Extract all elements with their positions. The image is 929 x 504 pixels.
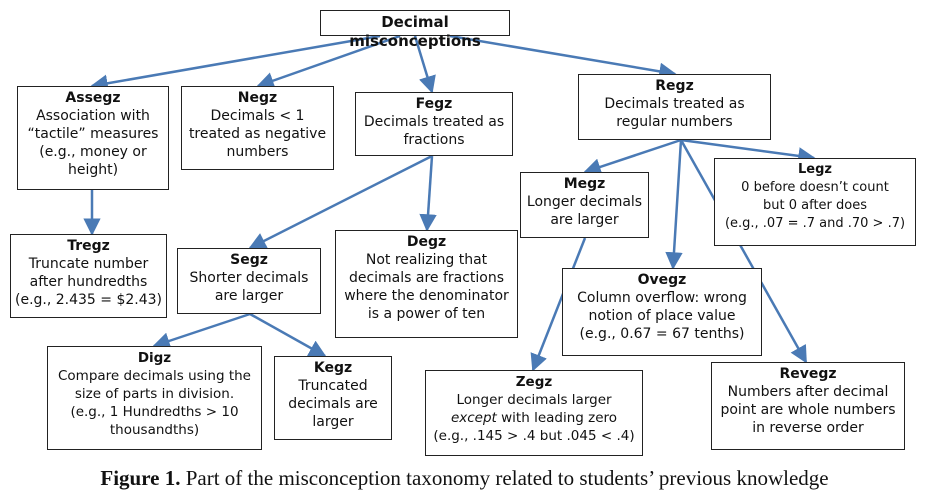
node-revegz: Revegz Numbers after decimal point are w…	[711, 362, 905, 450]
node-negz-line: treated as negative	[188, 126, 327, 142]
root-title: Decimal misconceptions	[349, 13, 481, 50]
node-fegz-line: fractions	[403, 132, 465, 148]
node-digz-line: (e.g., 1 Hundredths > 10	[70, 404, 239, 420]
node-negz-line: Decimals < 1	[210, 108, 305, 124]
node-digz-line: thousandths)	[109, 422, 200, 438]
arrow-root-to-regz	[449, 34, 677, 81]
node-assegz: Assegz Association with “tactile” measur…	[17, 86, 169, 190]
node-tregz-title: Tregz	[67, 238, 110, 254]
node-megz: Megz Longer decimals are larger	[520, 172, 649, 238]
node-fegz: Fegz Decimals treated as fractions	[355, 92, 513, 156]
node-ovegz-line: notion of place value	[588, 308, 736, 324]
figure-caption-text: Part of the misconception taxonomy relat…	[180, 466, 829, 490]
node-megz-title: Megz	[563, 176, 606, 192]
node-degz-line: is a power of ten	[367, 306, 486, 322]
node-zegz-emphasis: except	[450, 410, 497, 426]
node-legz-title: Legz	[798, 162, 832, 177]
node-assegz-title: Assegz	[65, 90, 121, 106]
node-revegz-line: point are whole numbers	[720, 402, 896, 418]
node-segz-line: Shorter decimals	[189, 270, 309, 286]
node-ovegz-line: Column overflow: wrong	[577, 290, 747, 306]
node-revegz-line: Numbers after decimal	[727, 384, 889, 400]
arrow-root-to-negz	[256, 34, 401, 90]
root-node-decimal-misconceptions: Decimal misconceptions	[320, 10, 510, 50]
node-zegz-line: (e.g., .145 > .4 but .045 < .4)	[433, 428, 635, 444]
node-legz-line: but 0 after does	[763, 198, 867, 213]
arrow-regz-to-revegz	[679, 139, 808, 364]
node-kegz-line: decimals are	[288, 396, 378, 412]
node-segz: Segz Shorter decimals are larger	[177, 248, 321, 314]
node-zegz-line: Longer decimals larger	[456, 392, 612, 408]
node-degz: Degz Not realizing that decimals are fra…	[335, 230, 518, 338]
node-negz-line: numbers	[226, 144, 289, 160]
node-negz-title: Negz	[237, 90, 278, 106]
node-kegz-line: larger	[312, 414, 354, 430]
node-kegz-line: Truncated	[298, 378, 368, 394]
node-tregz-line: Truncate number	[28, 256, 149, 272]
arrow-segz-to-kegz	[249, 312, 327, 358]
node-kegz: Kegz Truncated decimals are larger	[274, 356, 392, 440]
node-ovegz-title: Ovegz	[637, 272, 687, 288]
node-degz-title: Degz	[406, 234, 447, 250]
arrow-regz-to-megz	[583, 138, 682, 176]
arrow-root-to-assegz	[90, 34, 381, 92]
arrow-fegz-to-segz	[248, 154, 433, 250]
node-assegz-line: height)	[67, 162, 119, 178]
node-degz-line: decimals are fractions	[348, 270, 505, 286]
node-legz-line: (e.g., .07 = .7 and .70 > .7)	[724, 216, 906, 231]
node-ovegz-line: (e.g., 0.67 = 67 tenths)	[579, 326, 745, 342]
node-ovegz: Ovegz Column overflow: wrong notion of p…	[562, 268, 762, 356]
node-regz-line: regular numbers	[616, 114, 733, 130]
node-tregz-line: (e.g., 2.435 = $2.43)	[15, 292, 163, 308]
node-regz: Regz Decimals treated as regular numbers	[578, 74, 771, 140]
node-segz-line: are larger	[214, 288, 284, 304]
node-tregz: Tregz Truncate number after hundredths (…	[10, 234, 167, 318]
node-megz-line: are larger	[550, 212, 619, 228]
node-megz-line: Longer decimals	[526, 194, 643, 210]
node-regz-title: Regz	[655, 78, 694, 94]
arrow-segz-to-digz	[152, 312, 251, 350]
node-revegz-title: Revegz	[779, 366, 837, 382]
node-degz-line: where the denominator	[344, 288, 509, 304]
node-zegz-line-text: with leading zero	[501, 410, 618, 426]
node-kegz-title: Kegz	[313, 360, 353, 376]
node-assegz-line: (e.g., money or	[39, 144, 147, 160]
node-digz: Digz Compare decimals using the size of …	[47, 346, 262, 450]
node-digz-title: Digz	[137, 350, 172, 366]
arrow-megz-to-zegz	[530, 237, 587, 372]
node-regz-line: Decimals treated as	[604, 96, 745, 112]
node-tregz-line: after hundredths	[29, 274, 148, 290]
node-zegz-line-2: except with leading zero	[430, 409, 638, 427]
figure-caption-label: Figure 1.	[100, 466, 181, 490]
node-fegz-title: Fegz	[415, 96, 453, 112]
node-revegz-line: in reverse order	[752, 420, 864, 436]
node-digz-line: Compare decimals using the	[58, 368, 251, 384]
node-legz-line: 0 before doesn’t count	[741, 180, 889, 195]
node-negz: Negz Decimals < 1 treated as negative nu…	[181, 86, 334, 170]
node-assegz-line: “tactile” measures	[27, 126, 159, 142]
node-zegz: Zegz Longer decimals larger except with …	[425, 370, 643, 456]
node-assegz-line: Association with	[36, 108, 150, 124]
node-legz: Legz 0 before doesn’t count but 0 after …	[714, 158, 916, 246]
node-segz-title: Segz	[230, 252, 268, 268]
node-digz-line: size of parts in division.	[74, 386, 235, 402]
figure-caption: Figure 1. Part of the misconception taxo…	[0, 466, 929, 491]
node-degz-line: Not realizing that	[365, 252, 488, 268]
arrow-root-to-fegz	[413, 35, 436, 94]
arrow-fegz-to-degz	[419, 155, 437, 232]
arrow-regz-to-ovegz	[665, 139, 683, 270]
node-fegz-line: Decimals treated as	[363, 114, 505, 130]
arrow-regz-to-legz	[680, 138, 816, 165]
node-zegz-title: Zegz	[515, 374, 553, 390]
